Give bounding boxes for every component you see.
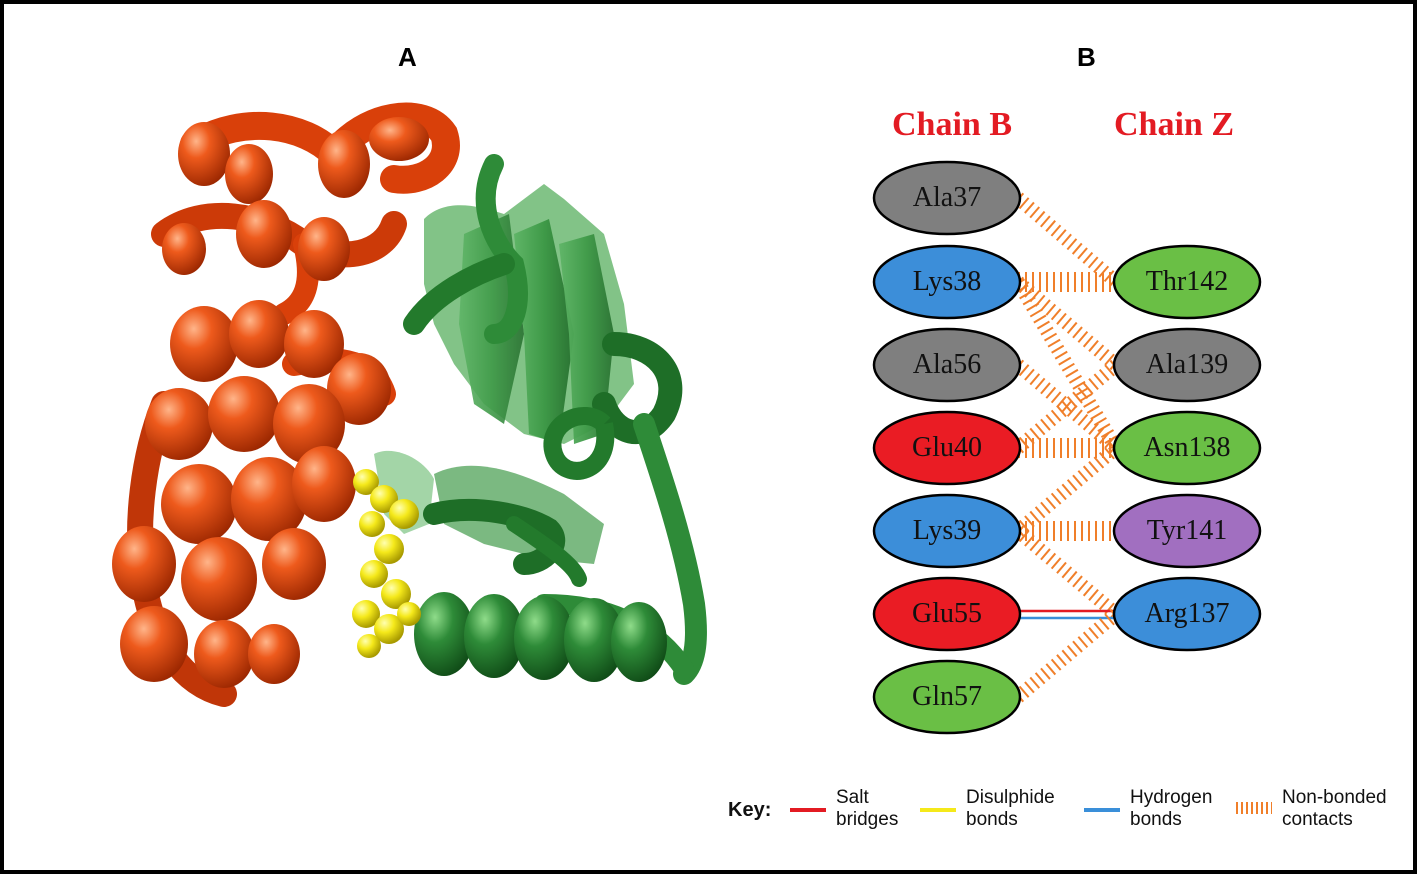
residue-nodes bbox=[872, 160, 1262, 735]
residue-label-ala56: Ala56 bbox=[912, 349, 982, 380]
key-title: Key: bbox=[728, 799, 772, 821]
residue-label-glu55: Glu55 bbox=[912, 598, 982, 629]
residue-node-asn138 bbox=[1112, 410, 1262, 486]
residue-label-ala139: Ala139 bbox=[1145, 349, 1229, 380]
residue-label-thr142: Thr142 bbox=[1145, 266, 1229, 297]
protein-structure-image bbox=[112, 102, 707, 707]
interaction-non-bonded-Lys38-Ala139 bbox=[1013, 276, 1121, 371]
panel-a-label: A bbox=[398, 42, 417, 72]
chain-z-ribbon bbox=[374, 154, 707, 685]
residue-node-arg137 bbox=[1112, 576, 1262, 652]
residue-label-glu40: Glu40 bbox=[912, 432, 982, 463]
key-swatch-hydrogen bbox=[1084, 808, 1120, 812]
interaction-non-bonded-Glu40-Ala139 bbox=[1013, 359, 1121, 454]
key-swatch-disulphide bbox=[920, 808, 956, 812]
residue-node-ala37 bbox=[872, 160, 1022, 236]
residue-label-gln57: Gln57 bbox=[912, 681, 982, 712]
interaction-non-bonded-Gln57-Arg137 bbox=[1013, 608, 1121, 703]
residue-node-ala139 bbox=[1112, 327, 1262, 403]
residue-label-lys38: Lys38 bbox=[912, 266, 982, 297]
residue-label-arg137: Arg137 bbox=[1144, 598, 1230, 629]
residue-label-ala37: Ala37 bbox=[912, 182, 982, 213]
residue-node-tyr141 bbox=[1112, 493, 1262, 569]
chain-b-ribbon bbox=[112, 102, 460, 707]
residue-label-asn138: Asn138 bbox=[1143, 432, 1231, 463]
residue-label-lys39: Lys39 bbox=[912, 515, 982, 546]
interaction-diagram bbox=[872, 160, 1262, 735]
interaction-non-bonded-Lys39-Asn138 bbox=[1013, 442, 1121, 537]
key-swatch-nonbonded bbox=[1236, 802, 1272, 814]
interaction-non-bonded-Lys39-Arg137 bbox=[1013, 525, 1121, 620]
residue-node-gln57 bbox=[872, 659, 1022, 735]
disulphide-spheres bbox=[352, 469, 421, 658]
interaction-non-bonded-Ala37-Thr142 bbox=[1013, 192, 1121, 288]
residue-node-glu55 bbox=[872, 576, 1022, 652]
interaction-lines bbox=[1011, 192, 1123, 703]
chain-b-title: Chain B bbox=[892, 106, 1012, 143]
residue-node-ala56 bbox=[872, 327, 1022, 403]
residue-node-glu40 bbox=[872, 410, 1022, 486]
residue-label-tyr141: Tyr141 bbox=[1146, 515, 1228, 546]
residue-node-lys39 bbox=[872, 493, 1022, 569]
residue-node-lys38 bbox=[872, 244, 1022, 320]
chain-z-title: Chain Z bbox=[1114, 106, 1234, 143]
residue-node-thr142 bbox=[1112, 244, 1262, 320]
interaction-non-bonded-Lys38-Asn138 bbox=[1011, 278, 1123, 452]
panel-b-label: B bbox=[1077, 42, 1096, 72]
key-swatch-salt bbox=[790, 808, 826, 812]
